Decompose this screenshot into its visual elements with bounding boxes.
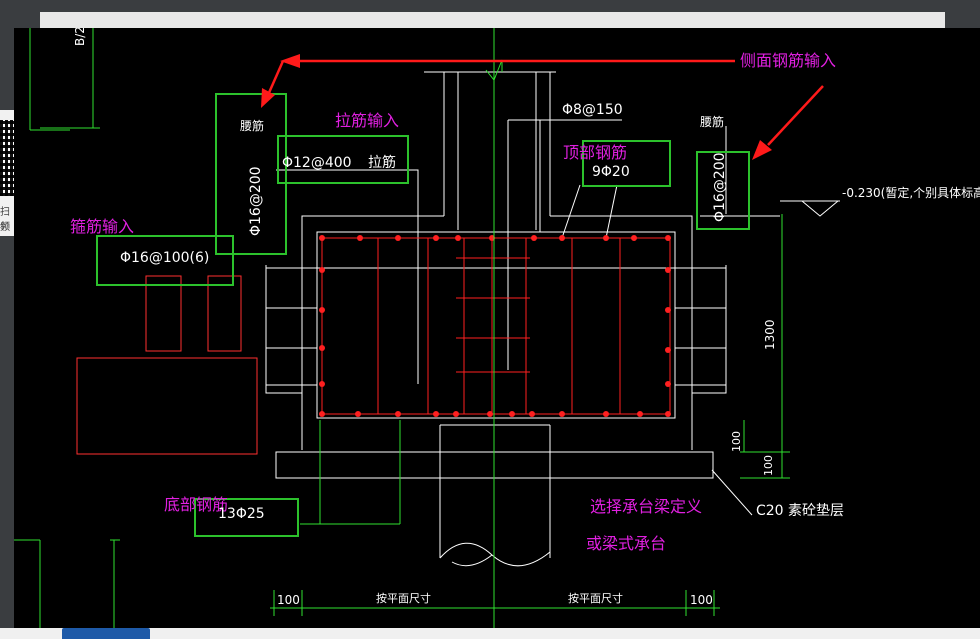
tie-value: Φ12@400 [282,155,352,171]
bottom-dim-left: 100 [277,593,300,607]
arrows [261,54,824,160]
rebar-lines [321,237,671,415]
dim-100-a: 100 [730,431,743,452]
dimension-lines [270,28,790,628]
callout-texts: 侧面钢筋输入 拉筋输入 顶部钢筋 箍筋输入 底部钢筋 选择承台梁定义 或梁式承台 [70,51,836,553]
bottom-bar [0,628,980,639]
structure-outline [265,71,840,567]
select-def-label-1: 选择承台梁定义 [590,497,702,516]
title-bar [40,12,945,28]
callout-boxes [96,93,750,537]
cushion-label: C20 素砼垫层 [756,503,844,519]
corner-label: B/2 [73,28,87,46]
elevation-label: -0.230(暂定,个别具体标高按实 [842,185,980,200]
stirrup-box [96,235,234,286]
side-left-tag: 腰筋 [240,118,264,133]
select-def-label-2: 或梁式承台 [586,534,666,553]
side-right-box [696,151,750,230]
tie-rebar-input-label: 拉筋输入 [335,111,399,130]
plan-size-left: 按平面尺寸 [376,591,431,605]
stirrup-input-label: 箍筋输入 [70,217,134,236]
top-rebar-label: 顶部钢筋 [563,143,627,162]
bottom-button[interactable] [62,628,150,639]
bottom-dim-right: 100 [690,593,713,607]
tie-box [277,135,409,184]
qr-code-icon[interactable] [0,120,15,196]
bottom-value: 13Φ25 [218,506,265,522]
side-panel-text-2: 频 [0,222,10,233]
side-right-value: Φ16@200 [712,152,728,222]
plan-size-right: 按平面尺寸 [568,591,623,605]
top-value: 9Φ20 [592,164,630,180]
bottom-rebar-label: 底部钢筋 [164,495,228,514]
tie-tag: 拉筋 [368,154,396,171]
side-right-tag: 腰筋 [700,114,724,129]
top-rebar-box [582,140,671,187]
side-left-value: Φ16@200 [248,166,264,236]
dim-100-b: 100 [762,455,775,476]
side-panel-text-1: 扫领 [0,207,10,233]
left-partial-geometry [14,28,120,628]
bottom-rebar-box [194,498,299,537]
rebar-dots [319,235,671,417]
stirrup-top-value: Φ8@150 [562,102,623,118]
cad-annotations: Φ16@200 腰筋 Φ16@200 腰筋 Φ12@400 拉筋 Φ8@150 … [120,102,980,607]
side-rebar-input-label: 侧面钢筋输入 [740,51,836,70]
cad-drawing: B/2 [14,28,980,628]
cad-canvas[interactable]: B/2 [14,28,980,628]
dim-1300: 1300 [763,319,777,350]
left-red-shapes [76,275,258,455]
stirrup-value: Φ16@100(6) [120,250,209,266]
side-left-box [215,93,287,255]
